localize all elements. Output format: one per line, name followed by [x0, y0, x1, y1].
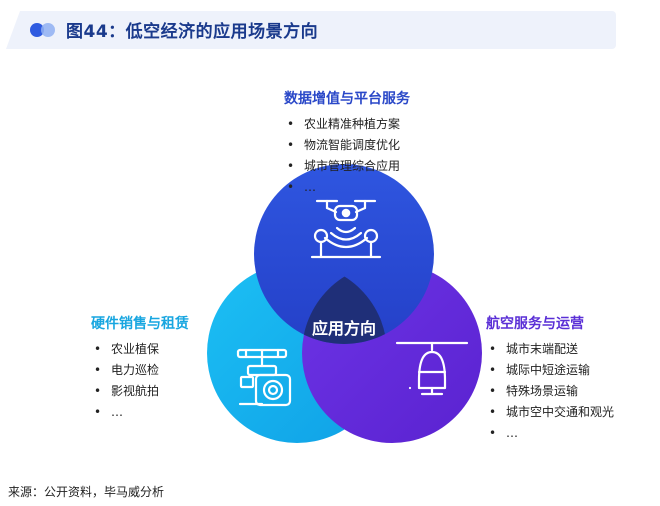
list-item: 物流智能调度优化 [284, 135, 410, 156]
camera-drone-icon [236, 348, 292, 407]
list-item: … [91, 402, 189, 423]
list-item: 城市末端配送 [486, 339, 614, 360]
circle-top [254, 164, 434, 344]
banner-dots-icon [30, 23, 55, 37]
group-top: 数据增值与平台服务 农业精准种植方案 物流智能调度优化 城市管理综合应用 … [284, 88, 410, 198]
list-item: 农业精准种植方案 [284, 114, 410, 135]
list-item: 农业植保 [91, 339, 189, 360]
group-right: 航空服务与运营 城市末端配送 城际中短途运输 特殊场景运输 城市空中交通和观光 … [486, 313, 614, 444]
drone-icon [310, 199, 382, 259]
list-item: 特殊场景运输 [486, 381, 614, 402]
group-right-title: 航空服务与运营 [486, 316, 584, 332]
group-top-title: 数据增值与平台服务 [284, 91, 410, 107]
group-left-list: 农业植保 电力巡检 影视航拍 … [91, 339, 189, 423]
group-top-list: 农业精准种植方案 物流智能调度优化 城市管理综合应用 … [284, 114, 410, 198]
list-item: 电力巡检 [91, 360, 189, 381]
list-item: … [486, 423, 614, 444]
list-item: 影视航拍 [91, 381, 189, 402]
group-left-title: 硬件销售与租赁 [91, 316, 189, 332]
page-title: 图44：低空经济的应用场景方向 [66, 22, 319, 42]
source-note: 来源：公开资料，毕马威分析 [8, 485, 165, 499]
center-label: 应用方向 [312, 319, 376, 338]
list-item: 城市空中交通和观光 [486, 402, 614, 423]
center-overlap [302, 263, 387, 344]
title-banner [6, 11, 616, 49]
group-left: 硬件销售与租赁 农业植保 电力巡检 影视航拍 … [91, 313, 189, 423]
list-item: … [284, 177, 410, 198]
group-right-list: 城市末端配送 城际中短途运输 特殊场景运输 城市空中交通和观光 … [486, 339, 614, 444]
helicopter-icon [395, 341, 469, 396]
list-item: 城际中短途运输 [486, 360, 614, 381]
list-item: 城市管理综合应用 [284, 156, 410, 177]
